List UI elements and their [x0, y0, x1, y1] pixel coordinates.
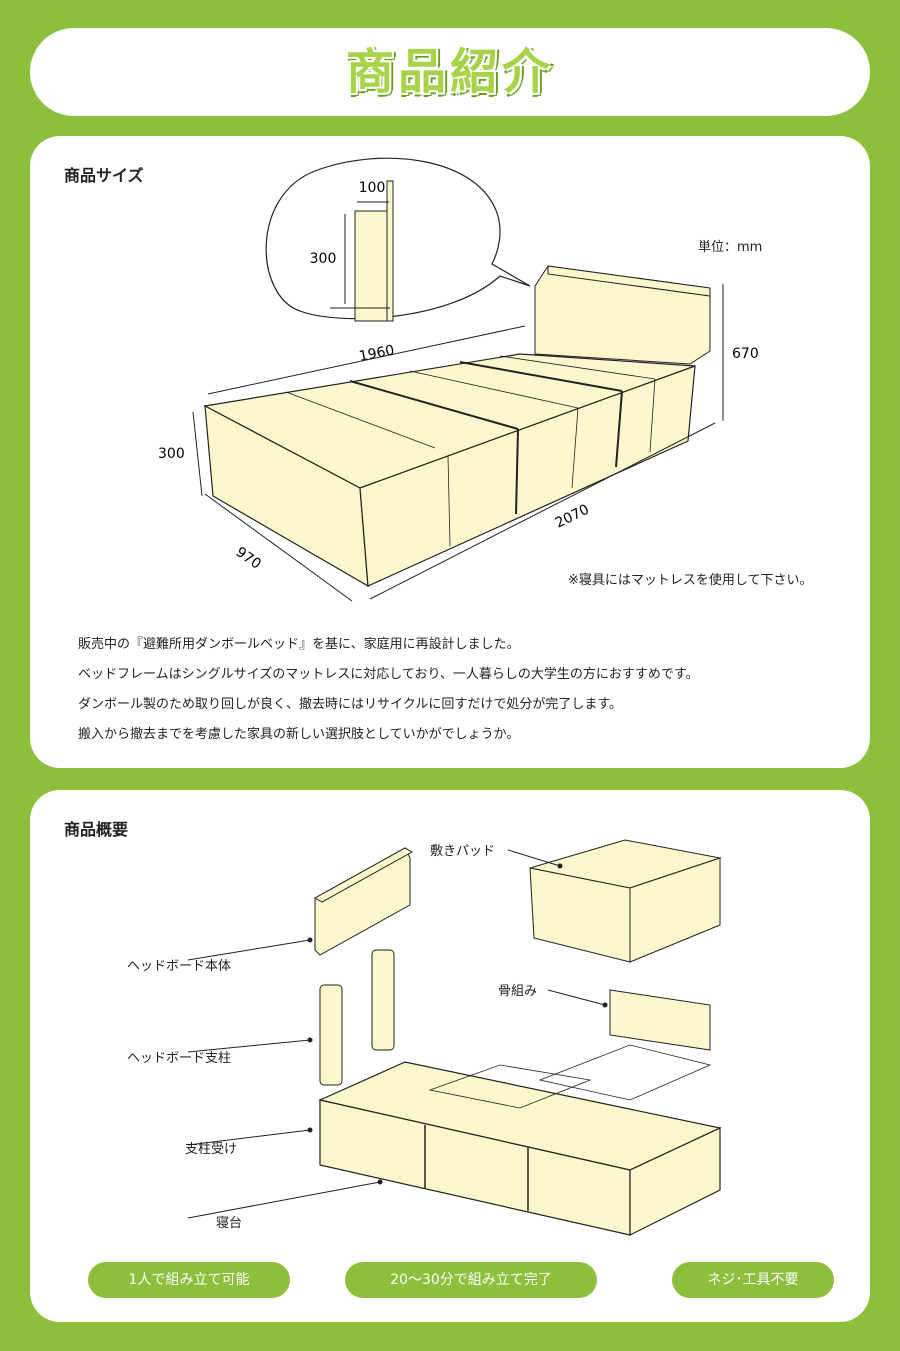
pad-front [629, 857, 721, 963]
label-frame: 骨組み [498, 984, 538, 999]
label-base: 寝台 [216, 1216, 243, 1231]
exploded-diagram [187, 839, 722, 1236]
description-line: 搬入から撤去までを考慮した家具の新しい選択肢としていかがでしょうか。 [78, 727, 520, 742]
total-height-label: 670 [732, 346, 759, 362]
title-banner: 商品紹介 [30, 28, 870, 116]
bed-seam [649, 378, 656, 453]
bed-seam [615, 390, 623, 468]
label-post-receiver: 支柱受け [185, 1142, 238, 1157]
bed-seam [515, 428, 519, 515]
height-side-label: 300 [158, 446, 185, 462]
base-grid [428, 1064, 592, 1109]
label-headboard-post: ヘッドボード支柱 [127, 1051, 232, 1066]
feature-badge: 20〜30分で組み立て完了 [345, 1262, 597, 1298]
description-line: 販売中の『避難所用ダンボールベッド』を基に、家庭用に再設計しました。 [78, 637, 520, 652]
bed-seam [499, 355, 656, 380]
length-outer-arrow [369, 422, 716, 600]
height-side-arrow [192, 411, 203, 497]
detail-board [354, 210, 388, 322]
overview-heading: 商品概要 [64, 820, 129, 839]
width-arrow [204, 493, 353, 602]
width-label: 970 [233, 544, 264, 572]
leader-dot [602, 1002, 608, 1008]
base-side [629, 1127, 721, 1236]
headboard-body-top [313, 847, 414, 903]
feature-badge: ネジ･工具不要 [672, 1262, 834, 1298]
headboard-post [371, 949, 395, 1051]
frame-board [609, 989, 711, 1051]
headboard-post [319, 984, 343, 1086]
leader-line [187, 1129, 311, 1146]
leader-line [187, 939, 311, 961]
bed-seam [571, 407, 579, 489]
description-line: ベッドフレームはシングルサイズのマットレスに対応しており、一人暮らしの大学生の方… [78, 667, 699, 682]
leader-dot [307, 1037, 313, 1043]
leader-line [507, 849, 561, 867]
detail-post [386, 180, 394, 322]
frame-grid [538, 1044, 712, 1101]
bed-seam [285, 391, 436, 449]
leader-dot [307, 937, 313, 943]
feature-badge: 1人で組み立て可能 [88, 1262, 290, 1298]
detail-width-label: 100 [359, 180, 386, 196]
description-line: ダンボール製のため取り回しが良く、撤去時にはリサイクルに回すだけで処分が完了しま… [78, 697, 623, 712]
bed-seam [447, 455, 451, 547]
bed-seam [459, 361, 623, 392]
leader-dot [307, 1127, 313, 1133]
detail-height-label: 300 [310, 251, 337, 267]
size-diagram: 100 300 1960 2070 300 970 670 [158, 157, 759, 602]
bed-seam [409, 370, 579, 409]
leader-line [547, 989, 606, 1006]
label-pad: 敷きパッド [430, 844, 496, 859]
unit-label: 単位：mm [698, 240, 763, 255]
bedding-note: ※寝具にはマットレスを使用して下さい。 [568, 573, 813, 588]
bed-front [359, 365, 696, 587]
leader-dot [377, 1179, 383, 1185]
leader-line [187, 1039, 311, 1053]
headboard-body [314, 847, 411, 956]
leader-line [187, 1181, 381, 1219]
label-headboard-body: ヘッドボード本体 [127, 959, 232, 974]
size-panel: 商品サイズ 100 300 [30, 136, 870, 768]
size-heading: 商品サイズ [64, 166, 144, 185]
length-inner-arrow [207, 325, 526, 395]
page-title: 商品紹介 [345, 44, 554, 100]
overview-panel: 商品概要 敷きパッド ヘッドボード [30, 790, 870, 1322]
leader-dot [557, 863, 563, 869]
bed-seam [349, 380, 519, 430]
length-inner-label: 1960 [358, 342, 396, 365]
headboard-top [547, 265, 711, 297]
detail-callout [265, 157, 531, 320]
length-outer-label: 2070 [553, 502, 592, 532]
